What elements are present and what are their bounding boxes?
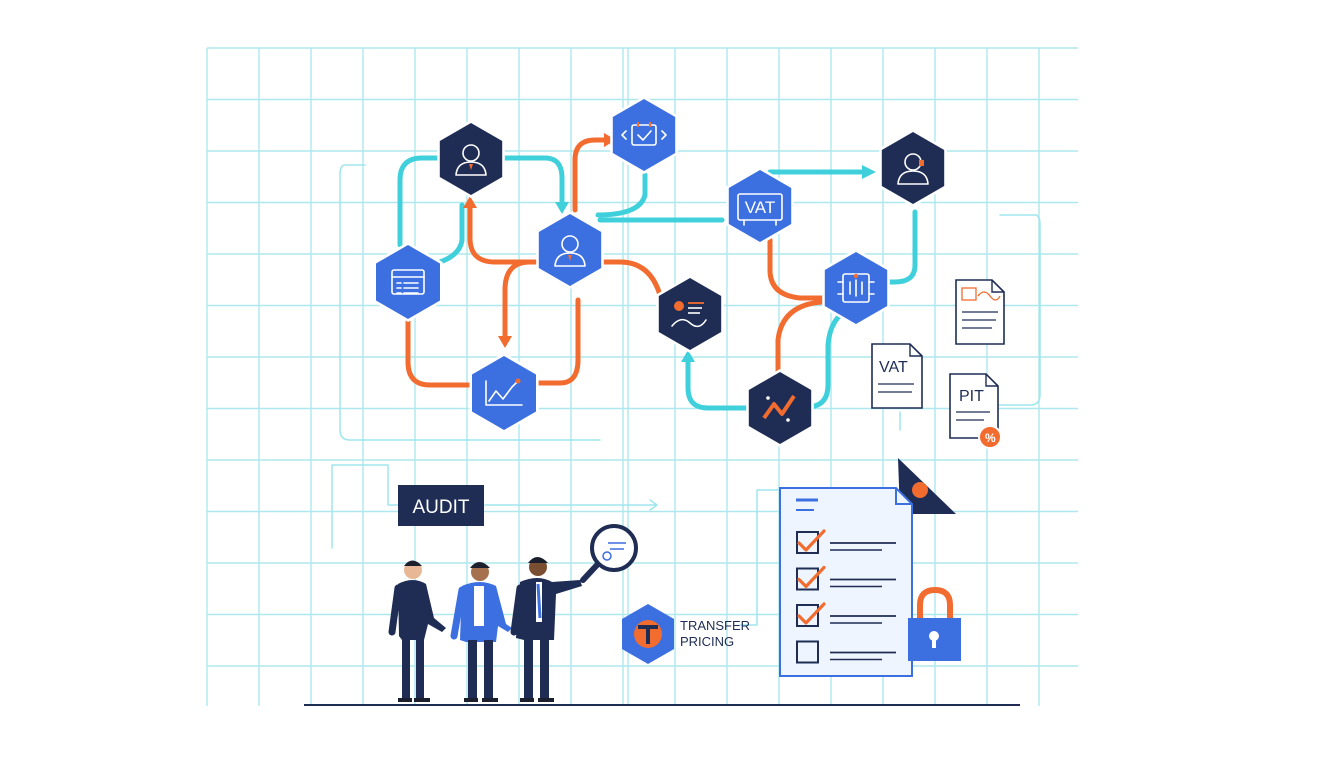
hex-shape <box>439 123 503 195</box>
checklist-document <box>779 458 956 677</box>
frame-line-audit <box>331 464 399 549</box>
hex-shape <box>612 99 676 171</box>
node-analytics <box>656 275 724 353</box>
check-mark-icon <box>797 602 826 625</box>
vat-node-label: VAT <box>745 198 776 217</box>
analytics-icon <box>671 301 707 328</box>
calendar-check-icon <box>621 122 667 146</box>
node-form <box>373 242 443 322</box>
connectors <box>331 133 1041 626</box>
frame-line-left <box>339 164 601 441</box>
arrowhead-orange-3 <box>604 133 616 147</box>
checkbox <box>796 640 819 664</box>
checklist-item <box>796 529 896 554</box>
node-person-top <box>437 120 505 198</box>
orange-connector-8 <box>775 299 825 375</box>
magnifier-icon <box>580 524 638 583</box>
cyan-connector-7 <box>887 209 918 285</box>
orange-connector-6 <box>597 259 663 298</box>
audit-arrow-head <box>649 499 658 511</box>
arrowhead-orange-1 <box>463 196 477 208</box>
checklist-document-icon <box>779 487 913 677</box>
person-icon <box>455 144 487 176</box>
hex-shape <box>538 214 602 286</box>
orange-connector-7 <box>767 237 825 301</box>
cyan-connector-9 <box>685 355 751 411</box>
headset-person-icon <box>897 153 929 185</box>
cyan-connector-3 <box>502 155 565 208</box>
node-chip <box>822 249 890 327</box>
pit-document: PIT % <box>949 373 1002 449</box>
audit-label: AUDIT <box>413 497 470 518</box>
svg-text:%: % <box>985 431 996 445</box>
form-document-icon <box>391 269 425 295</box>
pit-document-label: PIT <box>959 388 984 405</box>
arrowhead-orange-2 <box>498 336 512 348</box>
transfer-pricing-line2: PRICING <box>680 634 734 649</box>
orange-connector-3 <box>405 315 473 388</box>
invoice-document <box>955 279 1005 345</box>
hex-shape <box>881 132 945 204</box>
arrowhead-cyan-3 <box>681 350 695 362</box>
frame-line-right <box>989 214 1041 406</box>
node-vat-scanner: VAT <box>726 167 794 245</box>
person-icon <box>554 235 586 267</box>
padlock-icon <box>908 586 961 661</box>
vat-document-label: VAT <box>879 359 908 376</box>
checklist-items <box>796 529 896 664</box>
node-calendar <box>610 96 678 174</box>
cyan-connector-4 <box>595 172 648 218</box>
vat-document-icon <box>871 343 923 409</box>
checkbox <box>796 567 819 591</box>
checklist-item <box>796 640 896 664</box>
cyan-connector-1 <box>397 155 443 248</box>
checkbox <box>796 604 819 627</box>
cyan-connector-2 <box>437 202 465 265</box>
person-presenter-left <box>388 560 446 702</box>
hex-nodes: VAT <box>373 96 947 447</box>
hex-shape <box>748 372 812 444</box>
arrowhead-cyan-1 <box>555 202 569 214</box>
checklist-item <box>796 602 896 627</box>
node-support-agent <box>879 129 947 207</box>
chip-document-icon <box>837 273 875 303</box>
check-mark-icon <box>797 565 826 589</box>
checklist-item <box>796 565 896 591</box>
growth-chart-icon <box>485 378 523 406</box>
vat-scanner-icon: VAT <box>737 193 783 226</box>
frame-line-transfer <box>739 489 781 626</box>
person-presenter-middle <box>450 562 512 702</box>
vat-document: VAT <box>871 343 923 409</box>
node-person-center <box>536 211 604 289</box>
pit-document-icon <box>949 373 999 439</box>
checkbox <box>796 531 819 554</box>
audit-tag: AUDIT <box>398 485 484 526</box>
check-mark-icon <box>797 529 826 552</box>
hex-shape <box>376 245 440 319</box>
node-growth-chart <box>469 353 539 433</box>
orange-connector-2 <box>502 259 578 343</box>
arrowhead-cyan-2 <box>862 165 876 179</box>
hex-shape <box>658 278 722 350</box>
tax-badge-icon <box>978 425 1002 449</box>
trend-line-icon <box>762 394 796 422</box>
person-presenter-right <box>510 557 582 702</box>
orange-connector-1 <box>467 202 538 265</box>
flag-icon <box>898 458 956 514</box>
hex-shape <box>472 356 536 430</box>
orange-connector-4 <box>535 297 581 386</box>
transfer-pricing: TRANSFER PRICING <box>622 604 750 664</box>
orange-connector-5 <box>572 137 611 213</box>
node-trend <box>746 369 814 447</box>
people-group <box>388 557 582 702</box>
transfer-pricing-line1: TRANSFER <box>680 618 750 633</box>
